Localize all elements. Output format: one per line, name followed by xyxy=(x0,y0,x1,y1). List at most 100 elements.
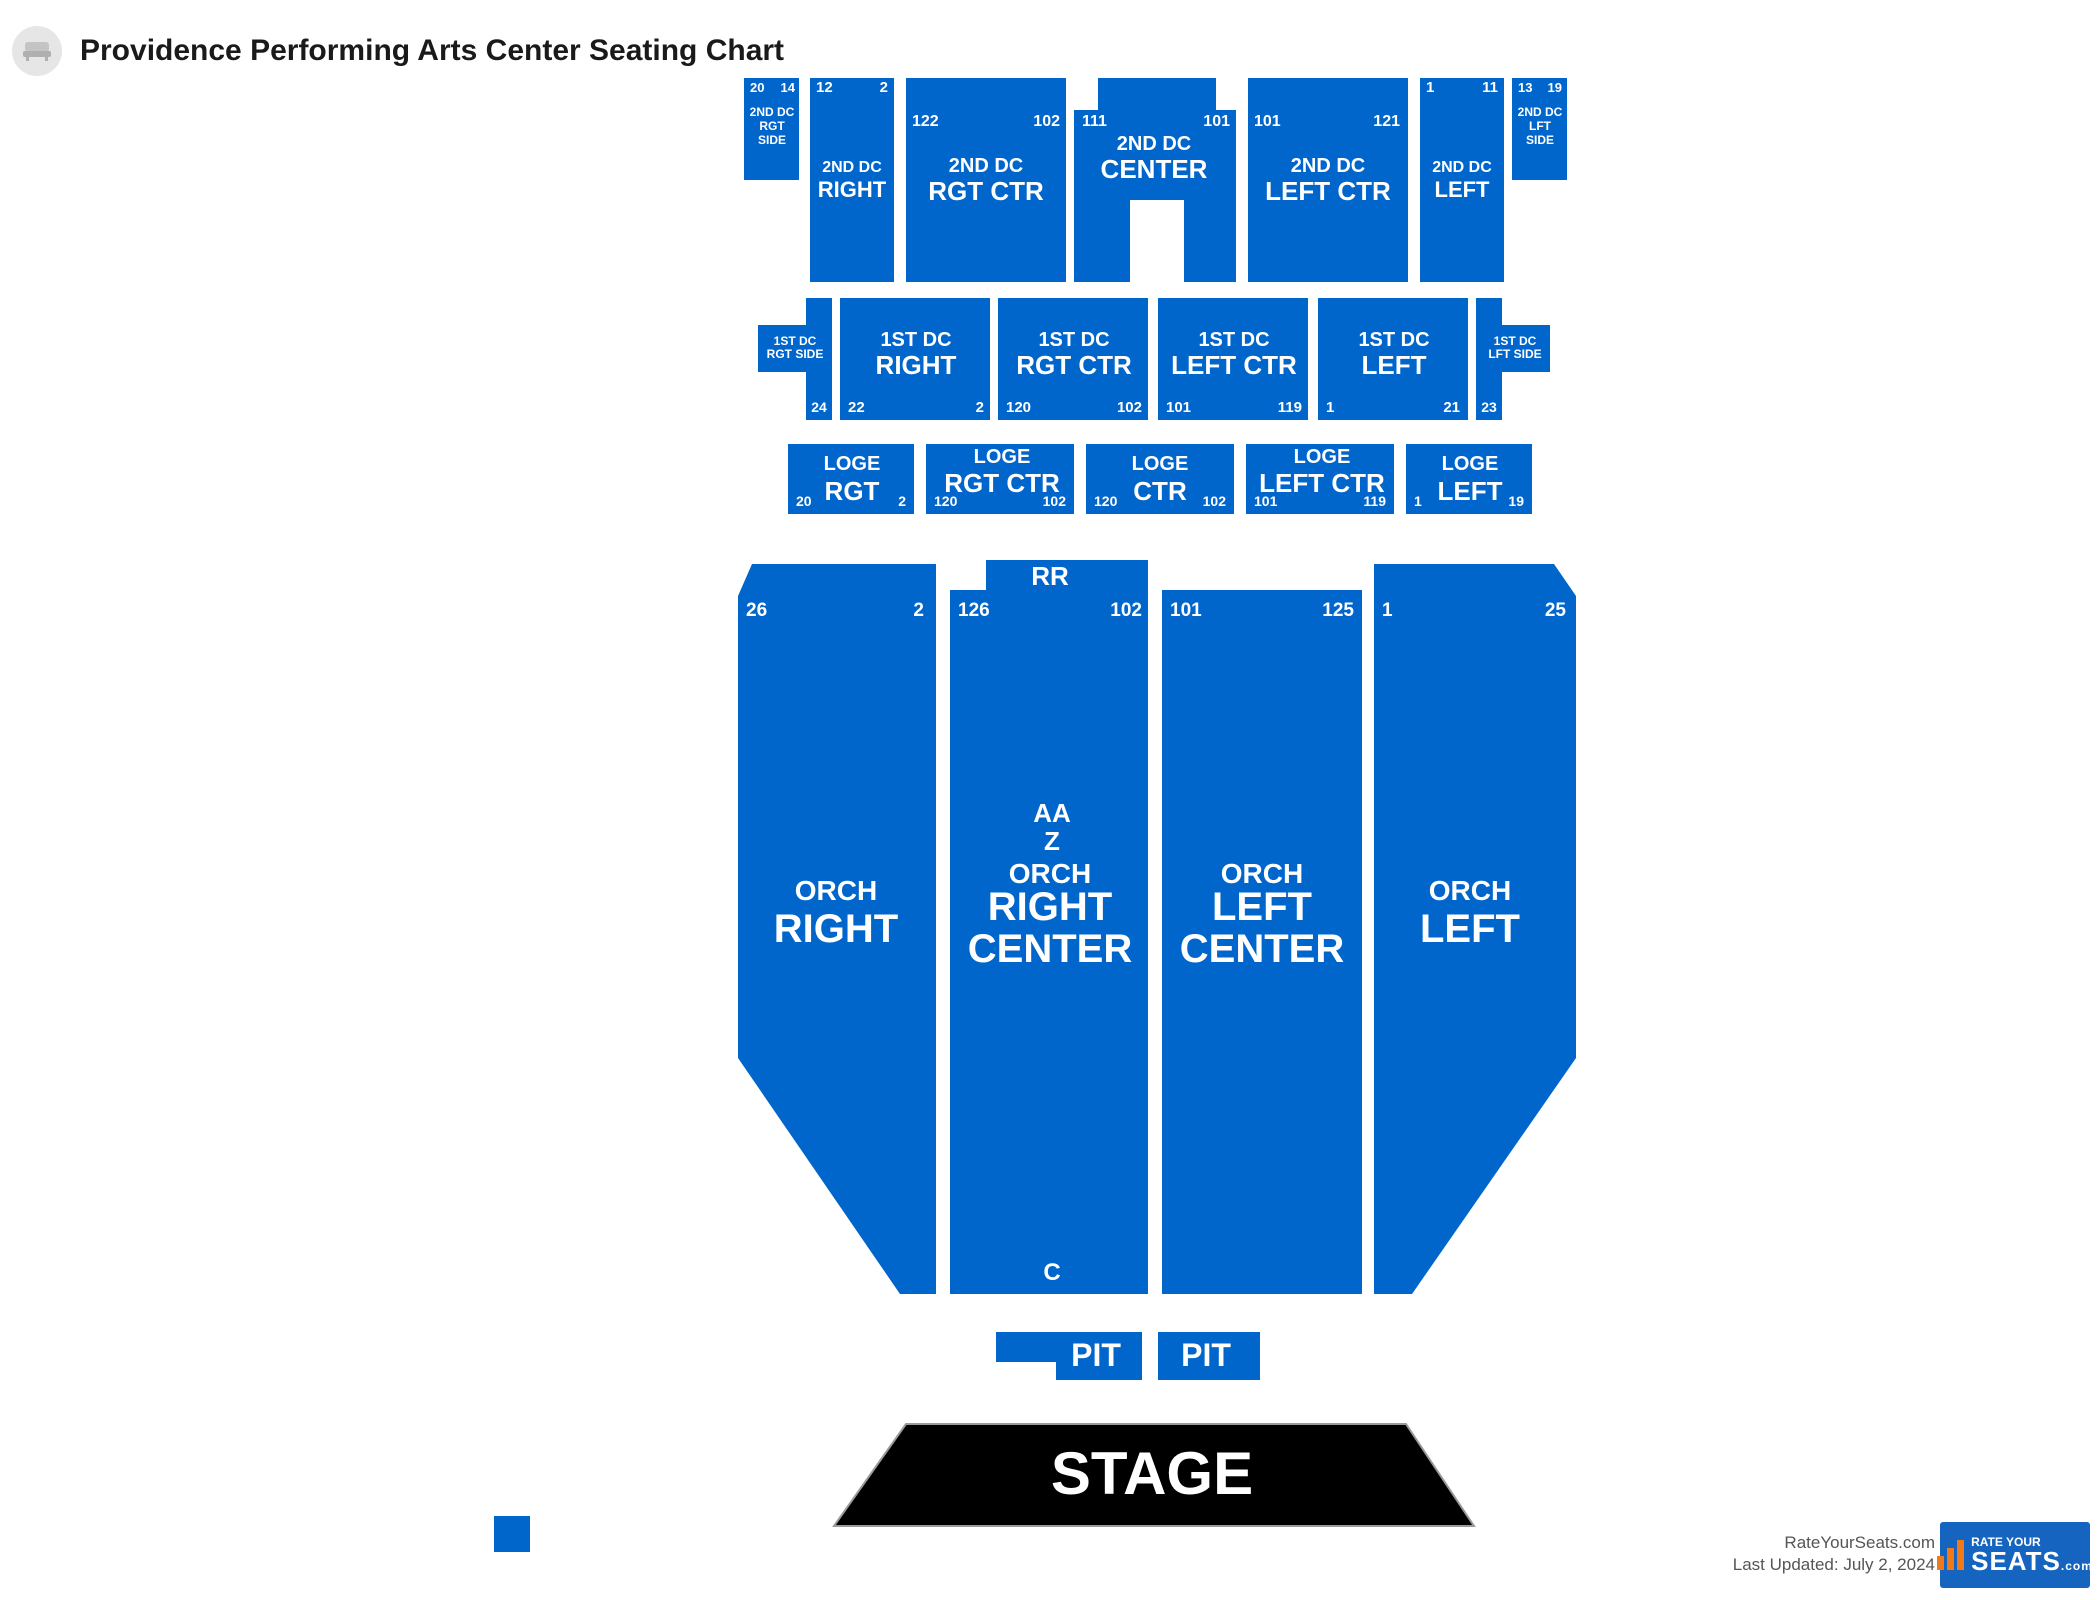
section-label: RGT CTR xyxy=(1016,350,1132,380)
section-shape[interactable] xyxy=(1406,444,1532,514)
section-pit-right[interactable]: PIT xyxy=(996,1332,1142,1380)
section-shape[interactable] xyxy=(788,444,914,514)
section-label: RGT CTR xyxy=(944,468,1060,498)
section-label: LOGE xyxy=(1294,446,1351,468)
seat-number: 102 xyxy=(1203,493,1227,509)
section-label: ORCH xyxy=(1009,858,1091,889)
seat-number: 126 xyxy=(958,600,990,621)
section-pit-left[interactable]: PIT xyxy=(1158,1332,1260,1380)
section-label: 1ST DC xyxy=(1038,329,1109,351)
seat-number: 23 xyxy=(1481,399,1497,415)
section-shape[interactable] xyxy=(1158,298,1308,420)
section-shape[interactable] xyxy=(1420,78,1504,282)
section-shape[interactable] xyxy=(738,564,936,1294)
section-label: RGT xyxy=(759,119,785,133)
row-label: C xyxy=(1043,1259,1060,1286)
section-shape[interactable] xyxy=(810,78,894,282)
section-label: LEFT CTR xyxy=(1259,468,1385,498)
section-label: RIGHT xyxy=(774,907,898,951)
section-shape[interactable] xyxy=(950,560,1148,1294)
section-label: LEFT xyxy=(1362,350,1427,380)
seat-number: 14 xyxy=(781,80,796,95)
footer-site[interactable]: RateYourSeats.com xyxy=(1784,1533,1935,1552)
seat-number: 102 xyxy=(1110,600,1142,621)
seat-number: 111 xyxy=(1082,113,1107,130)
section-label: 1ST DC xyxy=(774,334,817,348)
seat-number: 1 xyxy=(1326,399,1334,416)
section-shape[interactable] xyxy=(840,298,990,420)
section-shape[interactable] xyxy=(906,78,1066,282)
section-shape[interactable] xyxy=(1374,564,1576,1294)
section-shape[interactable] xyxy=(1248,78,1408,282)
section-shape[interactable] xyxy=(1158,1332,1260,1380)
row-label: Z xyxy=(1044,826,1060,856)
seat-number: 2 xyxy=(898,493,906,509)
legend-swatch xyxy=(494,1516,530,1552)
section-label: 1ST DC xyxy=(1494,334,1537,348)
section-label: 2ND DC xyxy=(750,105,795,119)
seat-number: 125 xyxy=(1322,600,1354,621)
section-shape[interactable] xyxy=(1074,78,1236,282)
section-label: RGT CTR xyxy=(928,176,1044,206)
footer: RateYourSeats.com Last Updated: July 2, … xyxy=(1733,1532,1935,1576)
section-label: CTR xyxy=(1133,476,1187,506)
bar-chart-icon xyxy=(1937,1540,1965,1570)
section-shape[interactable] xyxy=(1086,444,1234,514)
section-shape[interactable] xyxy=(1512,78,1567,180)
section-shape[interactable] xyxy=(996,1332,1142,1380)
section-label: SIDE xyxy=(758,133,786,147)
section-shape[interactable] xyxy=(998,298,1148,420)
section-label: 1ST DC xyxy=(1358,329,1429,351)
section-shape[interactable] xyxy=(1476,298,1550,420)
footer-updated: Last Updated: July 2, 2024 xyxy=(1732,1555,1935,1574)
seat-number: 2 xyxy=(913,600,924,621)
seat-number: 19 xyxy=(1548,80,1562,95)
seat-number: 101 xyxy=(1203,113,1230,130)
section-label: RIGHT xyxy=(988,885,1112,929)
seat-number: 101 xyxy=(1170,600,1202,621)
seat-number: 26 xyxy=(746,600,767,621)
seat-number: 20 xyxy=(750,80,764,95)
section-shape[interactable] xyxy=(926,444,1074,514)
section-shape[interactable] xyxy=(1246,444,1394,514)
section-label: LOGE xyxy=(1442,453,1499,475)
section-shape[interactable] xyxy=(758,298,832,420)
section-label: RIGHT xyxy=(818,177,887,202)
seat-number: 13 xyxy=(1518,80,1532,95)
section-shape[interactable] xyxy=(1162,590,1362,1294)
section-label: 2ND DC xyxy=(822,159,882,176)
section-label: LEFT CTR xyxy=(1265,176,1391,206)
seat-number: 101 xyxy=(1254,493,1278,509)
seat-number: 119 xyxy=(1278,399,1302,416)
section-shape[interactable] xyxy=(744,78,799,180)
section-shape[interactable] xyxy=(1318,298,1468,420)
seat-number: 22 xyxy=(848,399,865,416)
brand-logo[interactable]: RATE YOUR SEATS.com xyxy=(1937,1522,2092,1588)
seat-number: 24 xyxy=(811,399,827,415)
section-label: LEFT CTR xyxy=(1171,350,1297,380)
header: Providence Performing Arts Center Seatin… xyxy=(12,26,784,76)
seat-number: 19 xyxy=(1508,493,1524,509)
